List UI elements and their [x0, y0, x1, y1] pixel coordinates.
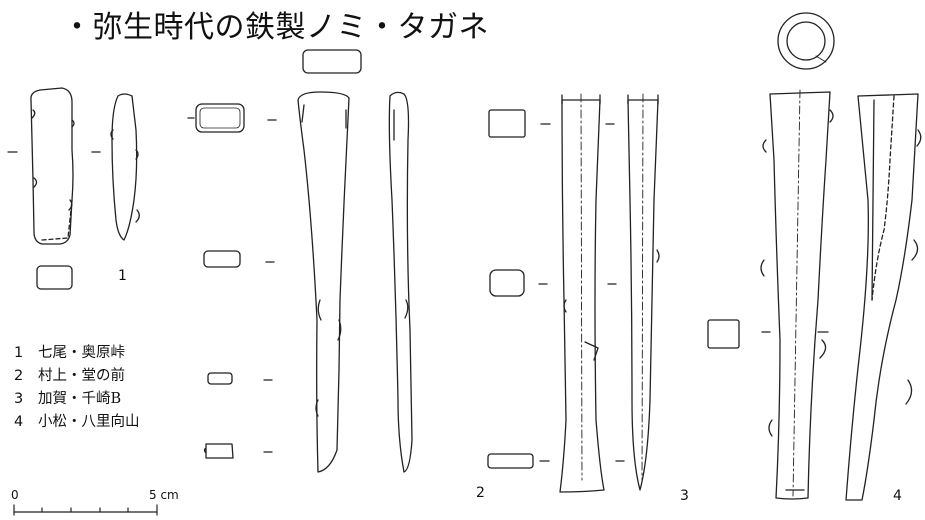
artifact-2-front-view	[297, 91, 350, 473]
artifact-1-section	[36, 265, 73, 290]
artifact-3-section-b	[489, 269, 525, 297]
artifact-2-section-a-inner	[199, 107, 241, 129]
artifact-3-side-view	[627, 99, 659, 491]
artifact-2-drawing	[187, 49, 413, 473]
legend-item-number: 3	[14, 391, 24, 407]
artifact-2-section-c	[207, 372, 233, 385]
legend-item-label: 七尾・奥原峠	[38, 345, 125, 361]
artifact-4-front-view	[769, 91, 831, 500]
figure-number-3: 3	[680, 488, 689, 504]
scale-bar-end-label: 5 cm	[149, 488, 179, 502]
artifact-4-front-texture	[760, 109, 834, 491]
artifact-1-drawing	[7, 87, 140, 290]
artifact-2-section-a	[195, 103, 245, 133]
artifact-1-front-view	[30, 87, 74, 245]
artifact-3-section-a	[488, 109, 526, 138]
artifact-4-top-view-inner	[786, 21, 826, 61]
artifact-4-side-texture	[871, 99, 922, 405]
artifact-2-section-d	[203, 443, 234, 459]
artifact-4-side-view	[845, 93, 919, 501]
artifact-2-side-texture	[393, 109, 409, 319]
artifact-2-top-view	[302, 49, 362, 74]
artifact-2-front-texture	[301, 104, 347, 417]
artifact-3-side-texture	[627, 94, 660, 263]
artifact-3-front-view	[559, 99, 605, 493]
legend-item-number: 1	[14, 345, 24, 361]
artifact-4-top-view-outer	[777, 12, 835, 70]
legend-item-label: 小松・八里向山	[38, 414, 140, 430]
figure-number-2: 2	[476, 485, 485, 501]
figure-number-1: 1	[118, 268, 127, 284]
legend-item: 2 村上・堂の前	[14, 365, 140, 388]
artifact-1-breakline	[41, 199, 73, 241]
legend-item: 3 加賀・千崎B	[14, 388, 140, 411]
legend-item-label: 加賀・千崎B	[38, 391, 122, 407]
artifact-3-front-texture	[561, 94, 601, 361]
page-title: ・弥生時代の鉄製ノミ・タガネ	[62, 10, 489, 45]
site-legend: 1 七尾・奥原峠 2 村上・堂の前 3 加賀・千崎B 4 小松・八里向山	[14, 342, 140, 434]
artifact-3-side-centerline	[641, 93, 644, 481]
artifact-3-front-centerline	[580, 93, 583, 481]
artifact-4-drawing	[707, 12, 922, 501]
artifact-2-section-b	[203, 250, 241, 268]
artifact-4-front-centerline	[792, 89, 801, 497]
legend-item-number: 4	[14, 414, 24, 430]
artifact-2-side-view	[388, 91, 413, 473]
artifact-3-section-c	[487, 453, 534, 469]
legend-item-label: 村上・堂の前	[38, 368, 125, 384]
artifact-4-side-breakline	[871, 95, 895, 301]
scale-bar	[13, 504, 158, 516]
artifact-4-section	[707, 319, 740, 349]
artifact-1-front-texture	[31, 109, 75, 211]
legend-item: 1 七尾・奥原峠	[14, 342, 140, 365]
artifact-1-side-view	[111, 93, 138, 241]
artifact-3-drawing	[487, 93, 660, 493]
artifact-1-side-texture	[110, 129, 140, 223]
figure-number-4: 4	[893, 488, 902, 504]
legend-item-number: 2	[14, 368, 24, 384]
legend-item: 4 小松・八里向山	[14, 411, 140, 434]
artifact-4-top-view-seam	[815, 55, 827, 63]
scale-bar-start-label: 0	[11, 488, 19, 502]
